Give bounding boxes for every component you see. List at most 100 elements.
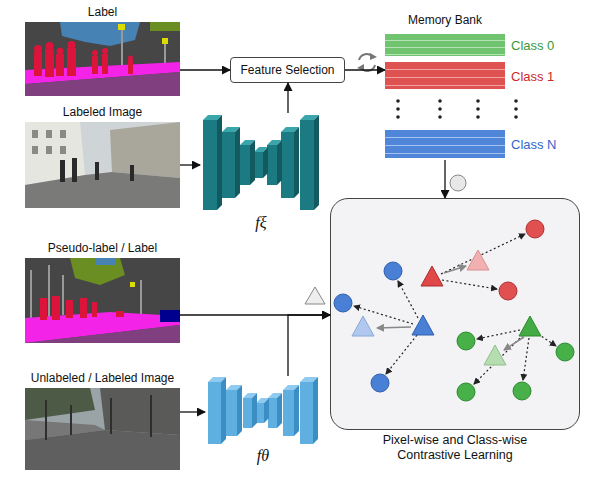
class-circles — [513, 382, 531, 400]
memory-bank: Memory BankClass 0Class 1Class N — [385, 30, 505, 160]
class-triangles — [352, 316, 374, 336]
memory-dots — [438, 115, 442, 119]
labeled-photo — [32, 146, 38, 154]
encoder-lightblue — [268, 398, 277, 428]
encoder-lightblue — [300, 382, 313, 444]
class-circles — [526, 220, 544, 238]
memory-dots — [396, 99, 518, 119]
label-map — [92, 56, 98, 74]
label-map — [128, 60, 133, 74]
refresh-icon — [370, 53, 377, 60]
pseudo-label-map — [160, 310, 180, 322]
node-label: Class 0 — [511, 38, 554, 53]
label-map — [45, 49, 54, 77]
node-label: Pseudo-label / Label — [0, 241, 220, 255]
memory-bar: Class 0 — [385, 34, 505, 56]
image-node: Unlabeled / Labeled Image — [25, 388, 180, 470]
label-map — [68, 41, 76, 49]
pseudo-label-map — [25, 325, 180, 343]
label-map — [25, 22, 180, 96]
label-map — [25, 22, 180, 96]
label-map — [121, 30, 123, 70]
label-map — [150, 22, 180, 31]
label-map — [34, 52, 42, 76]
class-circles — [334, 294, 352, 312]
class-circles — [457, 383, 475, 401]
encoder-lightblue — [264, 398, 269, 423]
pseudo-label-map — [130, 282, 135, 287]
encoder-teal — [294, 127, 299, 198]
class-circles — [457, 332, 475, 350]
pseudo-label-map — [95, 258, 115, 265]
encoder-node: fξ — [200, 113, 322, 213]
memory-dots — [396, 99, 400, 103]
pseudo-label-map — [25, 312, 180, 343]
class-circles — [499, 282, 517, 300]
shift-arrows — [444, 266, 466, 273]
connector-arrow — [180, 411, 205, 412]
encoder-teal — [240, 145, 250, 185]
labeled-photo — [46, 146, 52, 154]
labeled-photo — [32, 130, 38, 138]
encoder-lightblue — [283, 390, 294, 436]
contrastive-arrows — [398, 281, 418, 318]
pseudo-label-map — [30, 265, 142, 320]
encoder-lightblue — [277, 393, 282, 428]
encoder-lightblue — [313, 377, 318, 444]
class-triangles — [352, 250, 541, 365]
node-label: Class 1 — [511, 68, 554, 83]
refresh-icon — [361, 65, 375, 71]
labeled-photo — [60, 158, 134, 182]
image-node: Label — [25, 22, 180, 96]
labeled-photo — [110, 122, 180, 178]
unlabeled-photo — [150, 395, 152, 437]
encoder-teal — [235, 127, 240, 198]
refresh-icon — [357, 64, 364, 71]
unlabeled-photo — [100, 388, 180, 435]
contrastive-arrows — [523, 338, 529, 380]
labeled-photo — [32, 130, 66, 154]
class-triangles — [412, 315, 434, 335]
pseudo-label-map — [52, 296, 60, 320]
contrastive-arrows — [386, 335, 417, 374]
node-label: Unlabeled / Labeled Image — [0, 371, 220, 385]
encoder-teal — [267, 145, 277, 185]
encoder-teal — [203, 115, 319, 210]
connector-arrow — [288, 315, 330, 376]
pseudo-label-map — [48, 265, 50, 317]
label-map — [57, 48, 64, 55]
contrastive-arrows — [474, 335, 523, 384]
encoder-lightblue — [243, 398, 252, 428]
pseudo-label-map — [40, 296, 124, 320]
memory-dots — [438, 107, 442, 111]
label-map — [102, 54, 108, 74]
pseudo-label-map — [116, 311, 124, 317]
labeled-photo — [25, 172, 180, 208]
encoder-lightblue — [294, 385, 299, 436]
encoder-lightblue — [208, 382, 221, 444]
memory-dots — [476, 115, 480, 119]
contrastive-arrows — [442, 280, 497, 289]
memory-dots — [514, 107, 518, 111]
unlabeled-photo — [25, 388, 180, 470]
contrastive-arrows — [354, 234, 556, 384]
unlabeled-photo — [25, 388, 95, 420]
label-map — [46, 42, 54, 50]
class-triangles — [421, 266, 443, 286]
encoder-teal — [314, 115, 319, 210]
memory-dots — [514, 99, 518, 103]
label-map — [162, 38, 168, 44]
labeled-photo — [72, 158, 77, 182]
encoder-lightblue — [221, 377, 226, 444]
unlabeled-photo — [45, 400, 47, 440]
label-map — [118, 24, 125, 30]
encoder-teal — [281, 132, 294, 198]
connector-arrow — [345, 69, 385, 70]
unlabeled-photo — [25, 388, 180, 470]
encoder-lightblue — [237, 385, 242, 436]
node-label: Pixel-wise and Class-wise Contrastive Le… — [356, 433, 554, 463]
pseudo-label-map — [66, 300, 73, 318]
label-map — [34, 41, 133, 77]
refresh-icon — [357, 53, 377, 71]
